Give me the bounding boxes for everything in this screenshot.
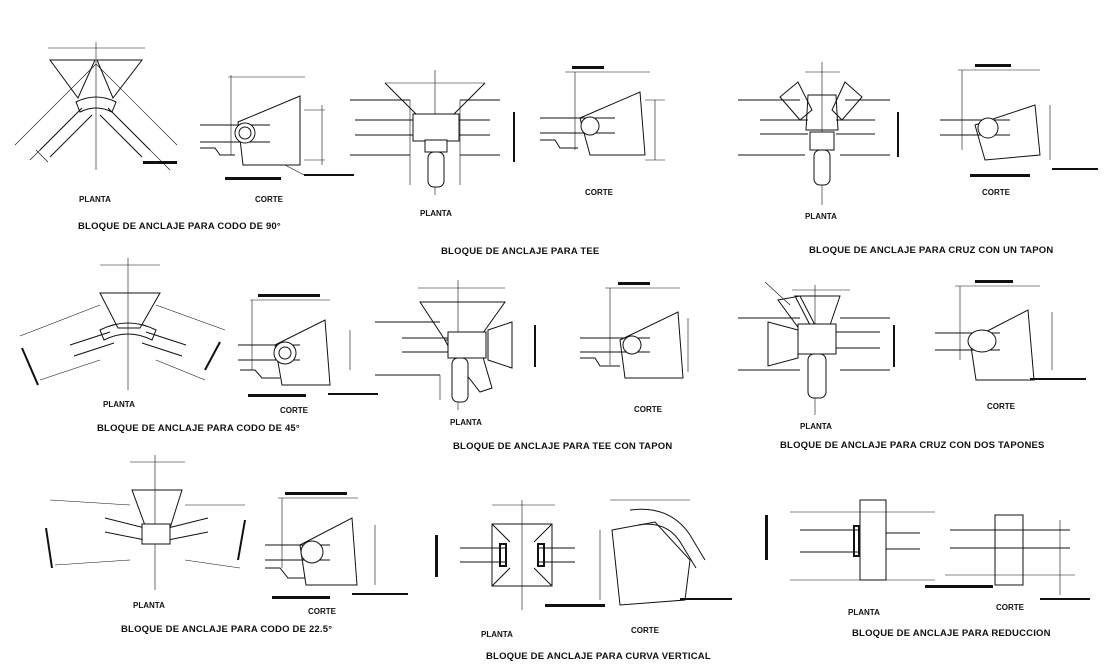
cruz1-planta-label: PLANTA bbox=[805, 212, 837, 221]
codo45-planta bbox=[19, 258, 226, 390]
codo22-corte bbox=[265, 492, 408, 599]
curva-planta-label: PLANTA bbox=[481, 630, 513, 639]
codo22-planta bbox=[45, 455, 246, 590]
reduccion-planta-label: PLANTA bbox=[848, 608, 880, 617]
reduccion-planta bbox=[765, 499, 935, 581]
cruz-dos-tapones-planta bbox=[738, 281, 895, 415]
codo45-corte bbox=[238, 294, 378, 397]
curva-vertical-planta bbox=[435, 500, 575, 610]
cruz1-corte-label: CORTE bbox=[982, 188, 1010, 197]
codo90-corte-label: CORTE bbox=[255, 195, 283, 204]
tee-corte-label: CORTE bbox=[585, 188, 613, 197]
title-codo22: BLOQUE DE ANCLAJE PARA CODO DE 22.5° bbox=[121, 624, 333, 635]
tee-corte bbox=[540, 66, 665, 161]
tee-planta bbox=[350, 70, 515, 195]
cruz-dos-tapones-corte bbox=[935, 280, 1086, 381]
cruz2-planta-label: PLANTA bbox=[800, 422, 832, 431]
title-codo90: BLOQUE DE ANCLAJE PARA CODO DE 90° bbox=[78, 221, 281, 232]
codo45-planta-label: PLANTA bbox=[103, 400, 135, 409]
curva-vertical-corte bbox=[545, 499, 732, 607]
title-codo45: BLOQUE DE ANCLAJE PARA CODO DE 45° bbox=[97, 423, 300, 434]
reduccion-corte bbox=[925, 514, 1090, 600]
tee-tapon-corte bbox=[580, 282, 689, 379]
codo45-corte-label: CORTE bbox=[280, 406, 308, 415]
title-cruz-un-tapon: BLOQUE DE ANCLAJE PARA CRUZ CON UN TAPON bbox=[809, 245, 1054, 256]
curva-corte-label: CORTE bbox=[631, 626, 659, 635]
cruz-un-tapon-corte bbox=[940, 64, 1098, 177]
tee-tapon-planta bbox=[375, 280, 536, 410]
teetapon-corte-label: CORTE bbox=[634, 405, 662, 414]
teetapon-planta-label: PLANTA bbox=[450, 418, 482, 427]
reduccion-corte-label: CORTE bbox=[996, 603, 1024, 612]
codo22-planta-label: PLANTA bbox=[133, 601, 165, 610]
cruz2-corte-label: CORTE bbox=[987, 402, 1015, 411]
title-reduccion: BLOQUE DE ANCLAJE PARA REDUCCION bbox=[852, 628, 1051, 639]
codo90-corte bbox=[200, 75, 354, 180]
codo90-planta bbox=[14, 42, 178, 171]
title-cruz-dos-tapones: BLOQUE DE ANCLAJE PARA CRUZ CON DOS TAPO… bbox=[780, 440, 1045, 451]
cruz-un-tapon-planta bbox=[738, 62, 899, 205]
title-tee: BLOQUE DE ANCLAJE PARA TEE bbox=[441, 246, 600, 257]
title-tee-tapon: BLOQUE DE ANCLAJE PARA TEE CON TAPON bbox=[453, 441, 673, 452]
codo90-planta-label: PLANTA bbox=[79, 195, 111, 204]
tee-planta-label: PLANTA bbox=[420, 209, 452, 218]
title-curva-vertical: BLOQUE DE ANCLAJE PARA CURVA VERTICAL bbox=[486, 651, 711, 662]
codo22-corte-label: CORTE bbox=[308, 607, 336, 616]
